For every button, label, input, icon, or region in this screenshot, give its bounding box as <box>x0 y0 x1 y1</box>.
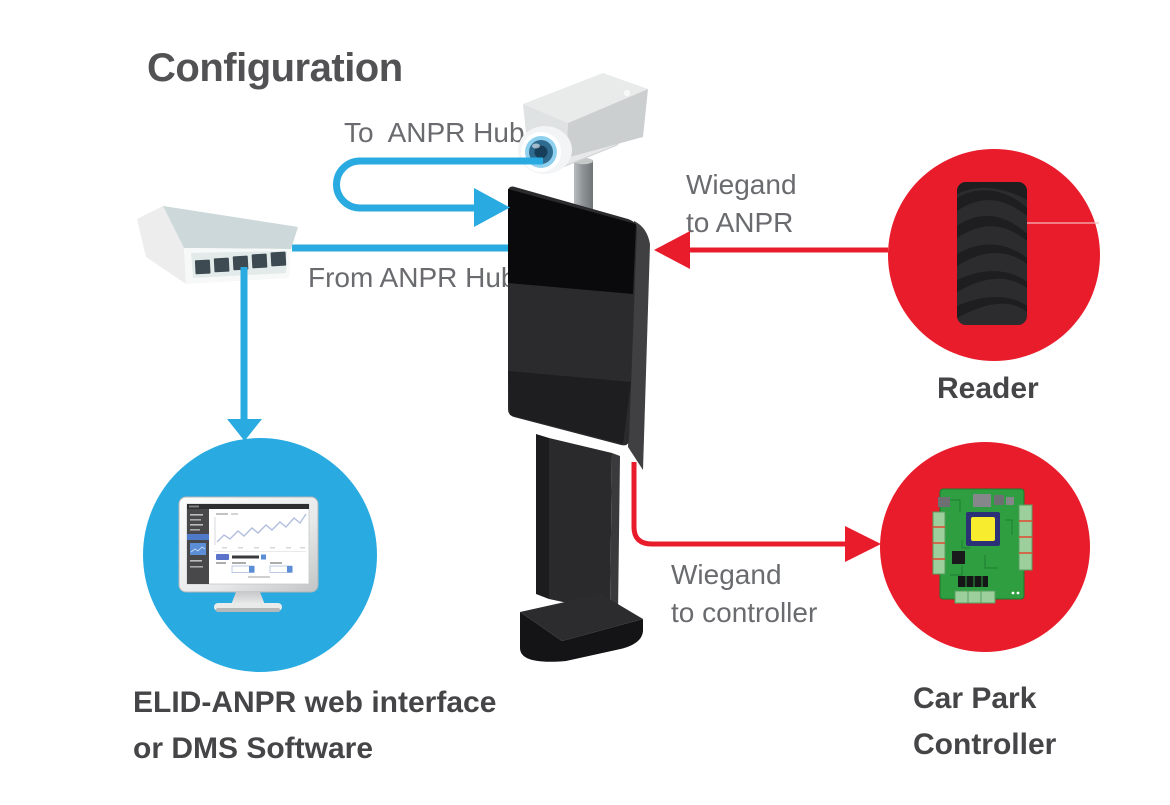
controller-pcb-icon <box>932 488 1033 604</box>
controller-circle <box>880 442 1090 652</box>
car-park-label-line1: Car Park <box>913 682 1037 715</box>
camera-lens <box>518 126 572 174</box>
web-interface-line1: ELID-ANPR web interface <box>133 686 497 719</box>
network-switch-icon <box>137 206 298 284</box>
switch-ports <box>194 251 287 275</box>
wiegand-to-anpr-line2: to ANPR <box>686 207 794 238</box>
page-title: Configuration <box>147 46 403 90</box>
camera-mount <box>551 131 621 222</box>
kiosk-to-controller-arrow <box>631 462 881 562</box>
monitor-stand <box>231 592 265 605</box>
from-anpr-hub-label: From ANPR Hub <box>308 262 517 293</box>
reader-label: Reader <box>937 372 1039 405</box>
wiegand-to-controller-line1: Wiegand <box>671 559 782 590</box>
cctv-camera-icon <box>518 73 648 174</box>
car-park-label-line2: Controller <box>913 728 1057 761</box>
web-interface-node <box>143 438 377 672</box>
dashboard-screen <box>187 504 309 584</box>
to-anpr-hub-label: To ANPR Hub <box>344 117 525 148</box>
terminal-blocks <box>932 504 1033 604</box>
reader-node <box>888 149 1100 361</box>
web-interface-line2: or DMS Software <box>133 732 374 765</box>
card-reader-icon <box>957 182 1027 325</box>
wiegand-to-anpr-line1: Wiegand <box>686 169 797 200</box>
blue-circle <box>143 438 377 672</box>
switch-to-monitor-arrow <box>227 267 262 441</box>
chip-outline <box>966 512 1000 546</box>
dashboard-monitor-icon <box>178 496 319 612</box>
wiegand-to-controller-line2: to controller <box>671 597 818 628</box>
web-interface-label: ELID-ANPR web interface or DMS Software <box>133 680 496 772</box>
to-anpr-hub-arrow <box>333 157 543 227</box>
controller-node <box>880 442 1090 652</box>
anpr-kiosk-icon <box>508 186 650 662</box>
mini-line-chart <box>214 513 307 549</box>
wiegand-to-anpr-label: Wiegand to ANPR <box>686 166 797 242</box>
yellow-chip <box>971 517 995 541</box>
reader-circle <box>888 149 1100 361</box>
wiegand-to-controller-label: Wiegand to controller <box>671 556 817 632</box>
